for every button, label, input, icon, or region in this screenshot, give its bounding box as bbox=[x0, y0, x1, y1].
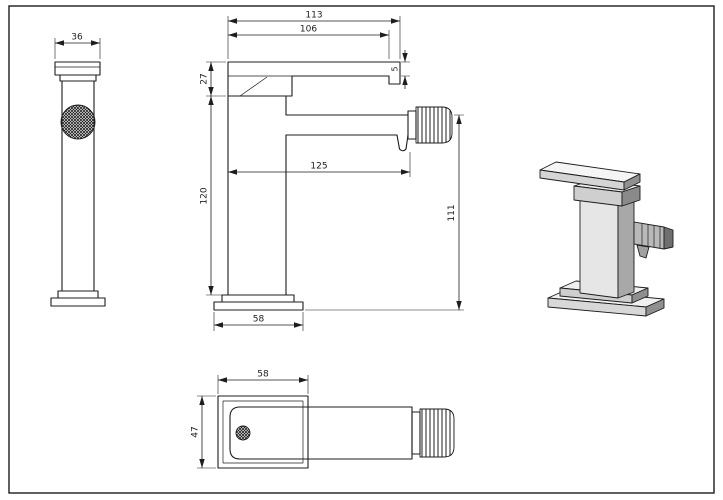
dim-label-5: 5 bbox=[391, 66, 400, 71]
front-base-lower bbox=[213, 301, 304, 311]
perspective-body bbox=[579, 199, 619, 299]
dimensions: 36 113 106 27 5 120 bbox=[54, 11, 464, 469]
dim-front-lever-length: 106 bbox=[228, 25, 390, 59]
plan-body bbox=[229, 406, 413, 460]
dim-front-spout-reach: 125 bbox=[228, 152, 411, 177]
front-base-upper bbox=[221, 294, 295, 303]
top-view bbox=[217, 395, 455, 469]
dim-plan-base-width: 58 bbox=[217, 370, 309, 394]
side-view bbox=[50, 61, 106, 307]
sheet-frame bbox=[8, 5, 715, 494]
dim-front-head-height: 27 bbox=[200, 61, 226, 97]
dim-label-36: 36 bbox=[71, 33, 83, 43]
dim-label-27: 27 bbox=[200, 73, 210, 84]
dim-front-lever-thickness: 5 bbox=[391, 50, 410, 89]
front-spout-knob bbox=[415, 106, 453, 144]
dim-label-120: 120 bbox=[200, 187, 210, 204]
plan-screw bbox=[235, 425, 251, 441]
dim-side-handle-width: 36 bbox=[54, 33, 101, 59]
dim-label-106: 106 bbox=[300, 25, 317, 35]
dim-label-58-front: 58 bbox=[253, 315, 265, 325]
front-aerator-tip bbox=[396, 134, 409, 152]
dim-label-47: 47 bbox=[191, 426, 201, 437]
dim-label-113: 113 bbox=[305, 11, 322, 21]
front-lever-head bbox=[227, 61, 401, 97]
front-cartridge-line bbox=[239, 76, 268, 97]
plan-base-inner bbox=[222, 400, 304, 464]
perspective-view bbox=[539, 161, 674, 317]
side-handle bbox=[54, 61, 101, 76]
plan-base-outer bbox=[217, 395, 309, 469]
dim-label-125: 125 bbox=[310, 162, 327, 172]
dim-front-body-height: 120 bbox=[200, 96, 226, 296]
side-base-upper bbox=[57, 290, 99, 299]
plan-knob-collar bbox=[411, 411, 421, 455]
front-view bbox=[213, 61, 453, 311]
side-neck bbox=[59, 74, 97, 82]
dim-front-base-width: 58 bbox=[213, 312, 304, 331]
side-aerator-knob bbox=[60, 104, 96, 140]
front-spout-pipe bbox=[285, 114, 409, 136]
side-base-lower bbox=[50, 297, 106, 307]
front-knob-collar bbox=[407, 110, 417, 140]
dim-label-111: 111 bbox=[447, 204, 457, 221]
dim-label-58-plan: 58 bbox=[257, 370, 269, 380]
dim-plan-base-depth: 47 bbox=[191, 395, 216, 469]
plan-spout-knob bbox=[419, 408, 455, 458]
dim-front-outlet-height: 111 bbox=[305, 114, 464, 311]
